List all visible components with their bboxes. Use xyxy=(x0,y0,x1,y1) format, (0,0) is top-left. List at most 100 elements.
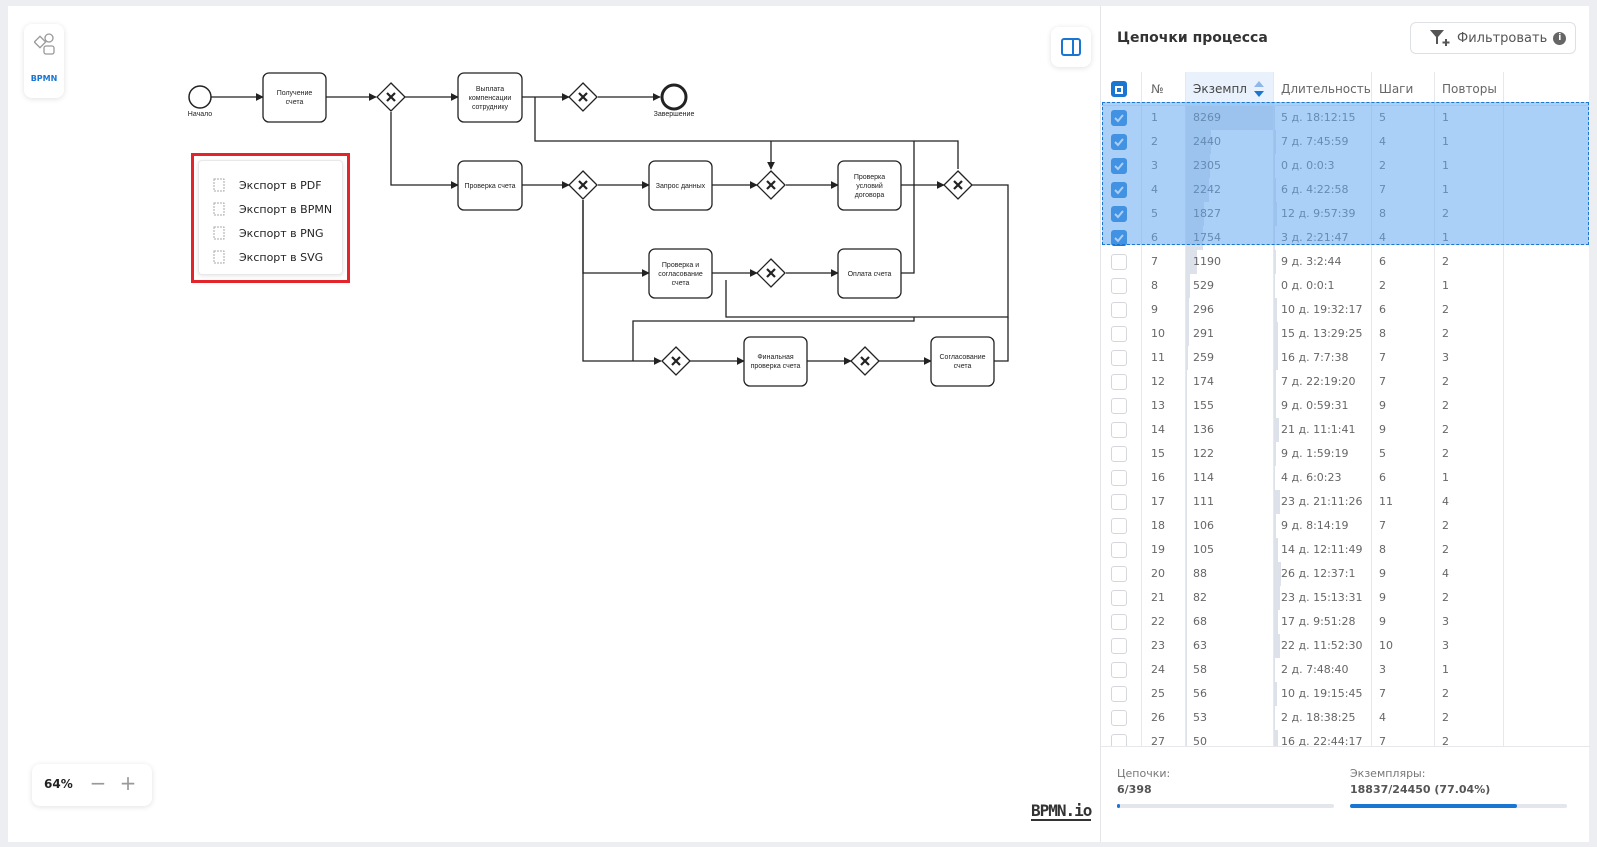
cell-duration: 10 д. 19:32:17 xyxy=(1281,303,1363,316)
cell-instances: 56 xyxy=(1193,687,1207,700)
end-event[interactable] xyxy=(660,83,688,111)
duration-bar xyxy=(1273,634,1280,658)
diagram-canvas[interactable]: BPMN xyxy=(8,6,1100,842)
export-svg-item[interactable]: Экспорт в SVG xyxy=(213,247,323,267)
task-check-contract[interactable]: Проверка условий договора xyxy=(837,160,902,211)
row-checkbox[interactable] xyxy=(1111,470,1127,486)
row-checkbox[interactable] xyxy=(1111,398,1127,414)
task-approve-invoice[interactable]: Согласование счета xyxy=(930,336,995,387)
cell-repeats: 1 xyxy=(1442,471,1449,484)
row-checkbox[interactable] xyxy=(1111,518,1127,534)
svg-text:условий: условий xyxy=(856,182,883,190)
cell-repeats: 3 xyxy=(1442,639,1449,652)
export-png-item[interactable]: Экспорт в PNG xyxy=(213,223,324,243)
cell-duration: 23 д. 21:11:26 xyxy=(1281,495,1363,508)
cell-duration: 4 д. 6:0:23 xyxy=(1281,471,1342,484)
chains-table[interactable]: 182695 д. 18:12:1551224407 д. 7:45:59413… xyxy=(1101,72,1590,746)
instances-bar xyxy=(1185,346,1188,370)
task-check-invoice[interactable]: Проверка счета xyxy=(457,160,523,211)
cell-instances: 114 xyxy=(1193,471,1214,484)
row-checkbox[interactable] xyxy=(1111,254,1127,270)
bpmn-io-logo[interactable]: BPMN.io xyxy=(1031,801,1092,821)
task-pay-invoice[interactable]: Оплата счета xyxy=(837,248,902,299)
zoom-level: 64% xyxy=(44,777,73,791)
row-checkbox[interactable] xyxy=(1111,374,1127,390)
svg-text:компенсации: компенсации xyxy=(469,95,512,102)
tool-card[interactable]: BPMN xyxy=(24,24,64,98)
row-checkbox[interactable] xyxy=(1111,494,1127,510)
bpmn-diagram[interactable]: Начало Завершение Получение счета Выплат… xyxy=(8,6,1100,842)
cell-duration: 10 д. 19:15:45 xyxy=(1281,687,1363,700)
chains-progress xyxy=(1117,804,1334,808)
task-check-approve[interactable]: Проверка и согласование счета xyxy=(648,248,713,299)
row-checkbox[interactable] xyxy=(1111,686,1127,702)
row-checkbox[interactable] xyxy=(1111,302,1127,318)
instances-bar xyxy=(1185,442,1187,466)
zoom-in-button[interactable]: + xyxy=(119,771,137,795)
cell-num: 23 xyxy=(1151,639,1165,652)
row-checkbox[interactable] xyxy=(1111,590,1127,606)
row-checkbox[interactable] xyxy=(1111,278,1127,294)
filter-button[interactable]: Фильтровать i xyxy=(1410,22,1576,54)
row-checkbox[interactable] xyxy=(1111,350,1127,366)
svg-text:Проверка: Проверка xyxy=(854,174,885,181)
task-final-check[interactable]: Финальная проверка счета xyxy=(743,336,808,387)
instances-bar xyxy=(1185,298,1189,322)
task-pay-compensation[interactable]: Выплата компенсации сотруднику xyxy=(457,72,523,123)
cell-num: 9 xyxy=(1151,303,1158,316)
cell-num: 12 xyxy=(1151,375,1165,388)
cell-instances: 82 xyxy=(1193,591,1207,604)
task-receive-invoice[interactable]: Получение счета xyxy=(262,72,327,123)
panel-toggle-button[interactable] xyxy=(1051,27,1091,67)
start-event[interactable] xyxy=(188,85,212,109)
chains-value: 6/398 xyxy=(1117,783,1152,796)
header-steps[interactable]: Шаги xyxy=(1379,82,1414,96)
row-checkbox[interactable] xyxy=(1111,710,1127,726)
export-pdf-item[interactable]: Экспорт в PDF xyxy=(213,175,322,195)
task-request-data[interactable]: Запрос данных xyxy=(648,160,713,211)
sort-icon xyxy=(1253,81,1264,97)
row-checkbox[interactable] xyxy=(1111,422,1127,438)
row-checkbox[interactable] xyxy=(1111,662,1127,678)
row-checkbox[interactable] xyxy=(1111,542,1127,558)
row-checkbox[interactable] xyxy=(1111,614,1127,630)
header-num[interactable]: № xyxy=(1151,82,1164,96)
instances-value: 18837/24450 (77.04%) xyxy=(1350,783,1491,796)
header-repeats[interactable]: Повторы xyxy=(1442,82,1497,96)
row-checkbox[interactable] xyxy=(1111,638,1127,654)
row-checkbox[interactable] xyxy=(1111,326,1127,342)
row-checkbox[interactable] xyxy=(1111,446,1127,462)
duration-bar xyxy=(1273,466,1275,490)
row-checkbox[interactable] xyxy=(1111,566,1127,582)
select-all-checkbox[interactable] xyxy=(1111,81,1127,97)
cell-steps: 9 xyxy=(1379,567,1386,580)
header-instances[interactable]: Экземпл xyxy=(1193,72,1265,106)
export-bpmn-item[interactable]: Экспорт в BPMN xyxy=(213,199,332,219)
cell-steps: 10 xyxy=(1379,639,1393,652)
zoom-out-button[interactable]: − xyxy=(89,771,107,795)
svg-text:Оплата счета: Оплата счета xyxy=(848,271,892,278)
header-duration[interactable]: Длительность xyxy=(1281,82,1371,96)
row-checkbox[interactable] xyxy=(1111,734,1127,746)
